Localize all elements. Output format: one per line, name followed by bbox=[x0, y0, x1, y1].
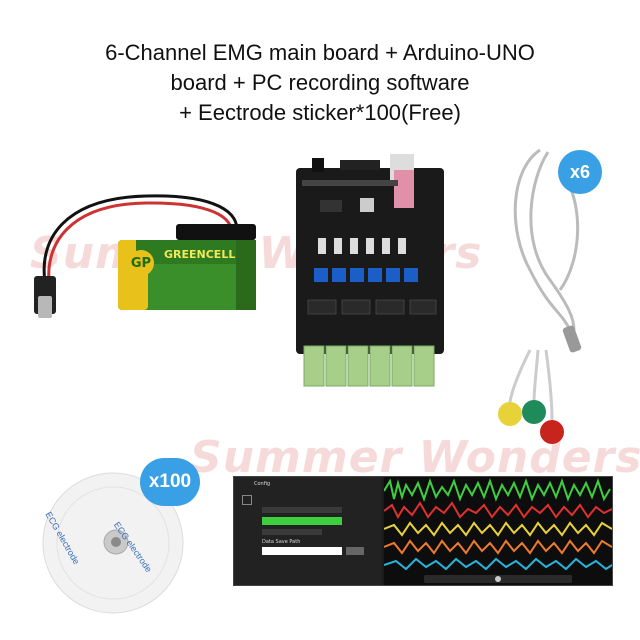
config-field-label: Data Save Path bbox=[262, 539, 301, 545]
title-line-2: board + PC recording software bbox=[170, 70, 470, 95]
waveform-group bbox=[383, 478, 613, 571]
recording-software-screenshot: Config Data Save Path bbox=[233, 476, 613, 586]
cable-count-badge: x6 bbox=[558, 150, 602, 194]
title-line-1: 6-Channel EMG main board + Arduino-UNO bbox=[105, 40, 535, 65]
signal-traces-panel bbox=[383, 477, 613, 585]
trace-orange bbox=[383, 539, 613, 555]
trace-cyan bbox=[383, 557, 613, 571]
electrode-sticker-stack bbox=[42, 472, 184, 614]
trace-green bbox=[383, 478, 611, 502]
browse-button bbox=[346, 547, 364, 555]
emg-main-board bbox=[296, 154, 444, 387]
trace-red bbox=[383, 501, 613, 520]
emg-waveforms bbox=[383, 478, 613, 583]
battery-brand-logo: GP bbox=[128, 250, 154, 276]
sticker-count-badge: x100 bbox=[140, 458, 200, 506]
title-line-3: + Eectrode sticker*100(Free) bbox=[179, 100, 461, 125]
battery-label: GREENCELL bbox=[164, 248, 236, 261]
config-panel: Config Data Save Path bbox=[234, 477, 382, 585]
electrode-cable bbox=[498, 148, 582, 444]
play-icon bbox=[495, 576, 501, 582]
watermark-bottom: Summer Wonders bbox=[190, 432, 640, 483]
trace-yellow bbox=[383, 521, 613, 537]
battery-brand-text: GP bbox=[130, 255, 152, 271]
product-title: 6-Channel EMG main board + Arduino-UNO b… bbox=[0, 38, 640, 128]
config-heading: Config bbox=[254, 481, 271, 487]
